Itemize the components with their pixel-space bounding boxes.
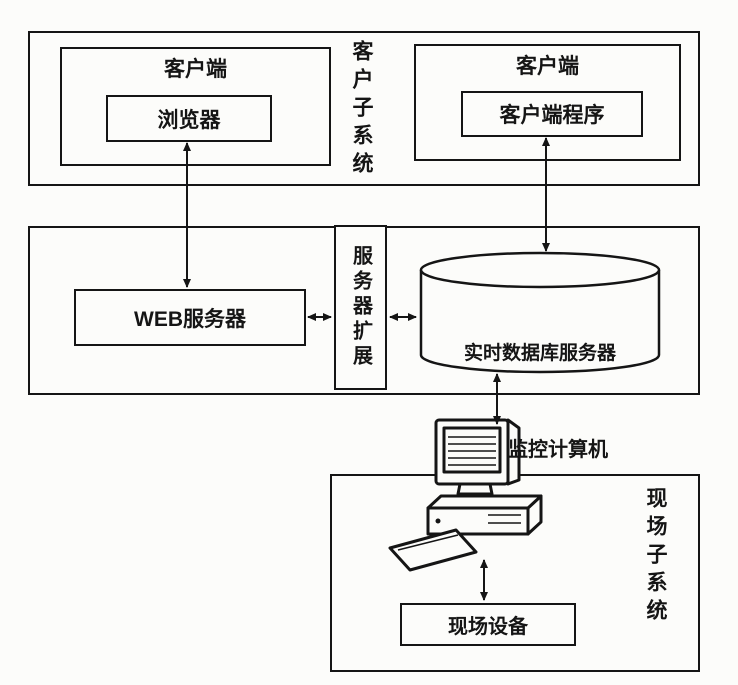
monitoring-computer-icon bbox=[388, 418, 543, 572]
client-box-browser: 客户端 浏览器 bbox=[60, 47, 331, 166]
client-box-program-title: 客户端 bbox=[516, 55, 579, 78]
monitor-stand bbox=[456, 482, 494, 496]
field-device-label: 现场设备 bbox=[448, 616, 528, 638]
monitoring-computer-label: 监控计算机 bbox=[508, 439, 608, 461]
client-subsystem-vertical-label: 客户子系统 bbox=[350, 40, 373, 180]
browser-node-label: 浏览器 bbox=[157, 108, 221, 132]
field-subsystem-vertical-label: 现场子系统 bbox=[644, 487, 667, 627]
browser-node: 浏览器 bbox=[106, 95, 272, 142]
web-server-node: WEB服务器 bbox=[74, 289, 306, 346]
database-cylinder-icon bbox=[419, 251, 661, 374]
case-front bbox=[426, 506, 530, 536]
web-server-label: WEB服务器 bbox=[134, 307, 246, 331]
server-extension-node: 服务器扩展 bbox=[334, 225, 387, 390]
field-device-node: 现场设备 bbox=[400, 603, 576, 646]
client-program-node: 客户端程序 bbox=[461, 91, 643, 137]
client-box-browser-title: 客户端 bbox=[164, 58, 227, 81]
client-subsystem-box bbox=[28, 31, 700, 186]
client-program-node-label: 客户端程序 bbox=[499, 104, 605, 127]
realtime-database-label: 实时数据库服务器 bbox=[463, 343, 616, 364]
case-top bbox=[426, 494, 543, 510]
keyboard bbox=[388, 528, 478, 572]
server-extension-label: 服务器扩展 bbox=[349, 245, 372, 370]
client-box-program: 客户端 客户端程序 bbox=[414, 44, 681, 161]
